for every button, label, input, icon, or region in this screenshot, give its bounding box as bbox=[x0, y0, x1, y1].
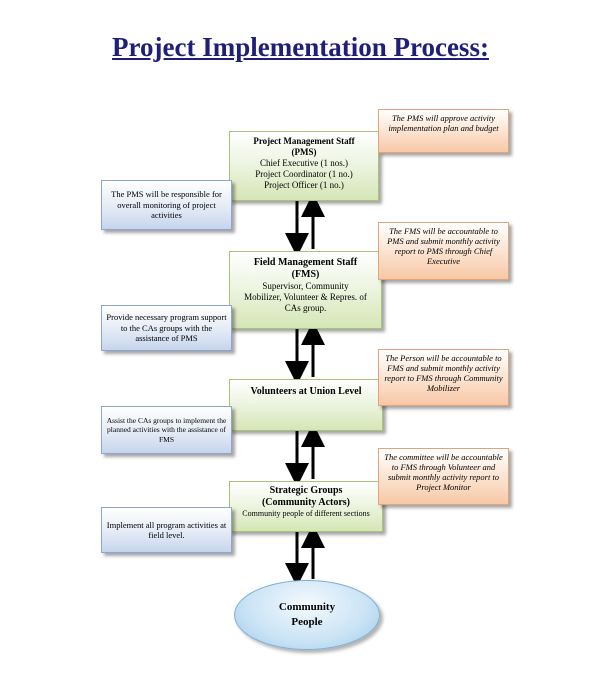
level-pms-name: Project Management Staff bbox=[253, 136, 355, 146]
right-note-strategic: The committee will be accountable to FMS… bbox=[378, 448, 509, 505]
community-label: Community bbox=[278, 601, 336, 613]
level-volunteers-box: Volunteers at Union Level bbox=[229, 379, 383, 431]
level-strategic-abbr: (Community Actors) bbox=[261, 497, 351, 508]
right-note-text: The committee will be accountable to FMS… bbox=[384, 452, 503, 492]
level-strategic-box: Strategic Groups (Community Actors) Comm… bbox=[229, 481, 383, 532]
left-note-text: Implement all program activities at fiel… bbox=[106, 519, 227, 541]
community-people-ellipse: Community People bbox=[234, 580, 380, 650]
left-note-text: Assist the CAs groups to implement the p… bbox=[106, 415, 227, 444]
right-note-volunteers: The Person will be accountable to FMS an… bbox=[378, 349, 509, 406]
level-strategic-name: Strategic Groups bbox=[269, 485, 343, 496]
level-volunteers-name: Volunteers at Union Level bbox=[250, 386, 362, 397]
level-fms-line: CAs group. bbox=[284, 303, 327, 313]
right-note-text: The FMS will be accountable to PMS and s… bbox=[387, 226, 500, 266]
right-note-text: The PMS will approve activity implementa… bbox=[388, 113, 499, 133]
level-fms-line: Supervisor, Community bbox=[262, 281, 349, 291]
right-note-fms: The FMS will be accountable to PMS and s… bbox=[378, 222, 509, 280]
page-title: Project Implementation Process: bbox=[112, 32, 489, 62]
level-fms-line: Mobilizer, Volunteer & Repres. of bbox=[244, 292, 367, 302]
left-note-text: Provide necessary program support to the… bbox=[106, 312, 227, 344]
level-fms-name: Field Management Staff bbox=[253, 257, 358, 268]
level-strategic-line: Community people of different sections bbox=[242, 509, 370, 518]
left-note-text: The PMS will be responsible for overall … bbox=[111, 189, 222, 221]
right-note-pms: The PMS will approve activity implementa… bbox=[378, 109, 509, 153]
level-pms-box: Project Management Staff (PMS) Chief Exe… bbox=[229, 131, 379, 201]
level-pms-line: Project Coordinator (1 no.) bbox=[255, 169, 353, 179]
level-fms-abbr: (FMS) bbox=[291, 269, 320, 280]
level-pms-line: Chief Executive (1 nos.) bbox=[260, 158, 348, 168]
left-note-fms: Provide necessary program support to the… bbox=[101, 305, 232, 351]
left-note-pms: The PMS will be responsible for overall … bbox=[101, 180, 232, 230]
left-note-volunteers: Assist the CAs groups to implement the p… bbox=[101, 406, 232, 454]
level-pms-abbr: (PMS) bbox=[291, 147, 317, 157]
left-note-strategic: Implement all program activities at fiel… bbox=[101, 507, 232, 553]
right-note-text: The Person will be accountable to FMS an… bbox=[384, 353, 503, 393]
level-fms-box: Field Management Staff (FMS) Supervisor,… bbox=[229, 251, 382, 329]
people-label: People bbox=[291, 616, 323, 628]
level-pms-line: Project Officer (1 no.) bbox=[264, 180, 344, 190]
